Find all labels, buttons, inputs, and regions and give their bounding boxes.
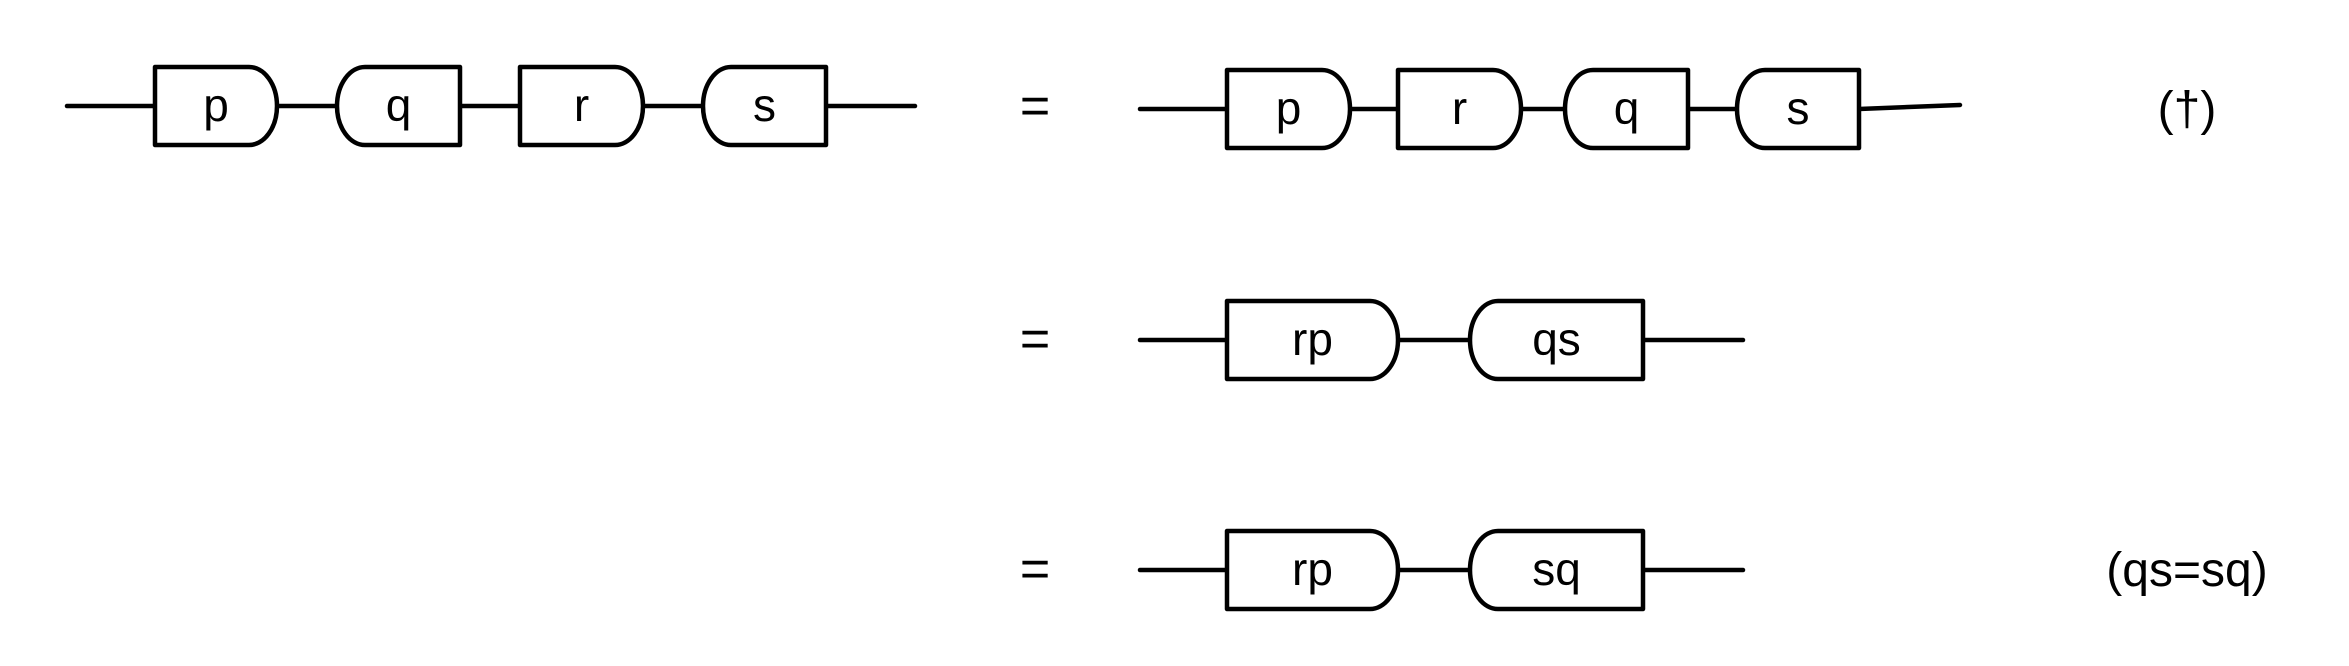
equals-sign: = xyxy=(1020,77,1050,135)
morphism-label: p xyxy=(203,79,229,131)
morphism-label: rp xyxy=(1292,313,1333,365)
morphism-label: r xyxy=(1452,82,1467,134)
morphism-box-q xyxy=(1562,67,1691,151)
equals-sign: = xyxy=(1020,310,1050,368)
morphism-label: qs xyxy=(1532,313,1581,365)
equals-sign: = xyxy=(1020,540,1050,598)
morphism-label: r xyxy=(574,79,589,131)
equation-annotation: (†) xyxy=(2158,83,2217,136)
morphism-box-s xyxy=(1734,67,1862,151)
equation-annotation: (qs=sq) xyxy=(2106,544,2267,597)
morphism-box-rp xyxy=(1224,298,1401,382)
morphism-box-qs xyxy=(1467,298,1646,382)
morphism-box-s xyxy=(700,64,829,148)
wire xyxy=(1856,102,1963,112)
morphism-label: q xyxy=(386,79,412,131)
morphism-label: s xyxy=(1787,82,1810,134)
morphism-box-q xyxy=(334,64,463,148)
morphism-label: s xyxy=(753,79,776,131)
morphism-box-r xyxy=(1395,67,1524,151)
morphism-box-p xyxy=(152,64,280,148)
morphism-label: sq xyxy=(1532,543,1581,595)
morphism-label: q xyxy=(1614,82,1640,134)
morphism-box-r xyxy=(517,64,646,148)
morphism-box-p xyxy=(1224,67,1353,151)
morphism-box-rp xyxy=(1224,528,1401,612)
morphism-label: rp xyxy=(1292,543,1333,595)
morphism-label: p xyxy=(1276,82,1302,134)
morphism-box-sq xyxy=(1467,528,1646,612)
